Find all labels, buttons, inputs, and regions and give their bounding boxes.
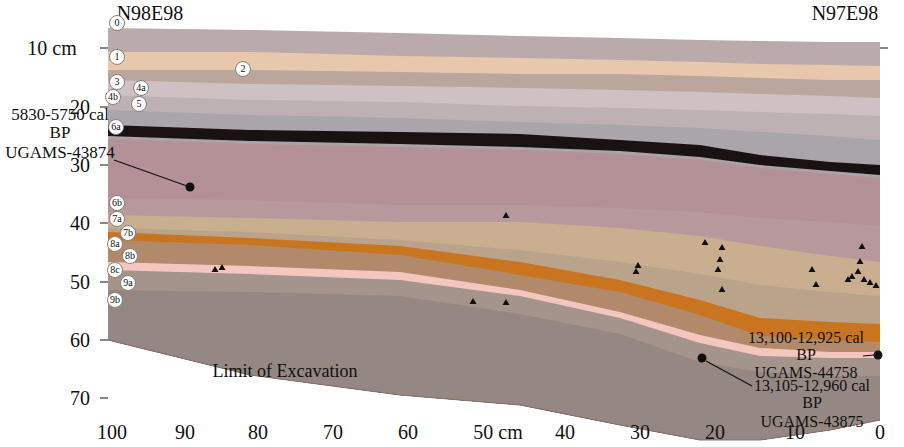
label-text: 90 <box>175 421 195 443</box>
soil-band <box>108 110 880 440</box>
soil-band <box>108 28 880 440</box>
layer-circle: 1 <box>109 49 125 65</box>
layer-circle: 8b <box>122 248 138 264</box>
layer-circle: 3 <box>109 74 125 90</box>
label-text: UGAMS-43874 <box>5 144 115 162</box>
label-text: 100 <box>97 421 127 443</box>
layer-circle: 8c <box>107 262 123 278</box>
label-text: 60 <box>70 329 90 351</box>
layer-number: 2 <box>241 64 246 74</box>
label-text: 10 <box>785 421 805 443</box>
soil-band <box>108 139 880 440</box>
artifact-triangles <box>212 212 880 305</box>
soil-band <box>108 228 880 440</box>
soil-band <box>108 290 880 440</box>
date-leaders <box>114 160 874 386</box>
layer-circle: 4a <box>133 80 149 96</box>
soil-band <box>108 125 880 440</box>
layer-number: 9a <box>123 278 132 288</box>
label-text: 40 <box>70 212 90 234</box>
label-text: 13,100-12,925 cal BP <box>747 329 865 363</box>
layer-number: 6b <box>112 198 122 208</box>
soil-band <box>108 80 880 440</box>
soil-band <box>108 262 880 440</box>
layer-number: 7a <box>112 214 121 224</box>
layer-number: 7b <box>123 228 133 238</box>
layer-circle: 8a <box>107 236 123 252</box>
label-text: 5830-5750 cal BP <box>10 106 110 142</box>
layer-number: 4b <box>108 92 118 102</box>
soil-band <box>108 136 880 440</box>
layer-number: 4a <box>136 83 145 93</box>
tick <box>880 48 888 49</box>
label-text: 40 <box>555 421 575 443</box>
label-text: N97E98 <box>812 2 879 24</box>
label-text: 50 <box>70 271 90 293</box>
label-text: UGAMS-43875 <box>760 413 863 430</box>
label-text: 70 <box>323 421 343 443</box>
sample-dot <box>186 183 195 192</box>
layer-circle: 2 <box>235 61 251 77</box>
tick <box>100 398 108 399</box>
soil-band <box>108 198 880 440</box>
layer-number: 3 <box>115 77 120 87</box>
layer-circle: 7b <box>120 225 136 241</box>
sample-dots <box>186 183 883 363</box>
leader-line <box>863 355 874 356</box>
layer-number: 0 <box>115 18 120 28</box>
label-text: Limit of Excavation <box>213 362 358 381</box>
layer-circle: 6b <box>109 195 125 211</box>
tick <box>100 340 108 341</box>
layer-number: 8b <box>125 251 135 261</box>
layer-circle: 0 <box>109 15 125 31</box>
axis-ticks <box>100 48 888 398</box>
label-text: 20 <box>705 421 725 443</box>
tick <box>100 223 108 224</box>
label-text: 13,105-12,960 cal BP <box>753 377 871 411</box>
layer-circle: 4b <box>105 89 121 105</box>
label-text: 60 <box>398 421 418 443</box>
soil-band <box>108 215 880 440</box>
soil-band <box>108 52 880 440</box>
leader-line <box>706 361 752 386</box>
leader-line <box>114 160 187 186</box>
sample-dot <box>698 354 707 363</box>
soil-band <box>108 270 880 440</box>
label-text: 70 <box>70 387 90 409</box>
tick <box>100 282 108 283</box>
tick <box>100 48 108 49</box>
soil-band <box>108 95 880 440</box>
tick <box>100 165 108 166</box>
label-text: 30 <box>630 421 650 443</box>
layer-number: 1 <box>115 52 120 62</box>
soil-band <box>108 232 880 440</box>
layer-number: 5 <box>137 99 142 109</box>
label-text: 0 <box>875 421 885 443</box>
layer-circle: 7a <box>109 211 125 227</box>
artifact-marker <box>212 212 880 305</box>
label-text: N98E98 <box>117 2 184 24</box>
layer-circle: 6a <box>108 119 124 135</box>
label-text: 50 cm <box>473 421 522 443</box>
label-text: 80 <box>248 421 268 443</box>
layer-circle: 9b <box>107 292 123 308</box>
layer-circle: 5 <box>131 96 147 112</box>
layer-number: 9b <box>110 295 120 305</box>
sample-dot <box>874 351 883 360</box>
soil-bands <box>108 28 880 440</box>
label-text: 10 cm <box>27 37 76 59</box>
soil-band <box>108 70 880 440</box>
layer-number: 6a <box>111 122 120 132</box>
layer-number: 8c <box>110 265 119 275</box>
layer-circle: 9a <box>120 275 136 291</box>
layer-number: 8a <box>110 239 119 249</box>
